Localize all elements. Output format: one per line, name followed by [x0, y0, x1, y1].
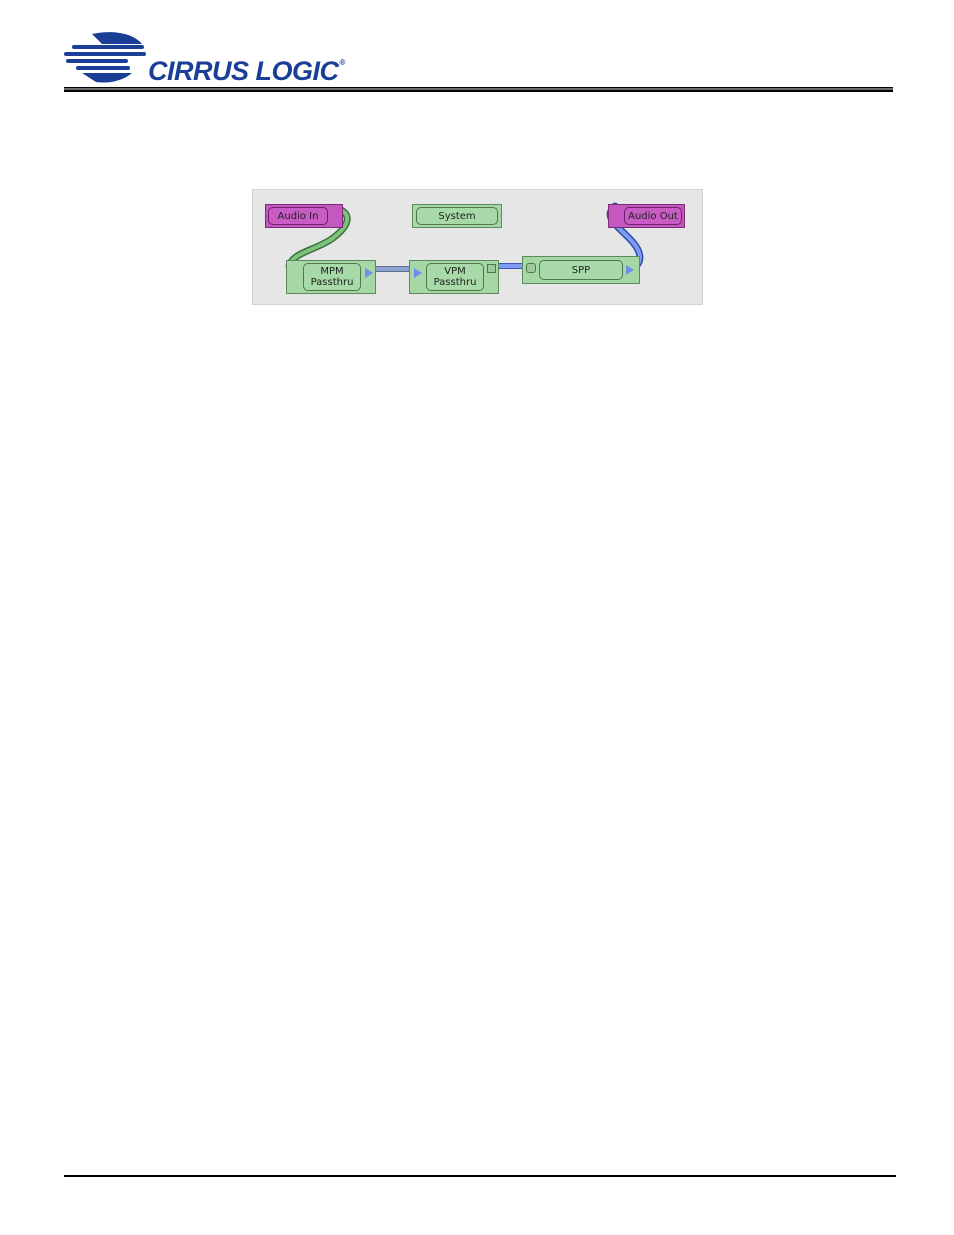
footer-rule: [64, 1175, 896, 1177]
vpm-label-line2: Passthru: [433, 277, 477, 288]
signal-flow-diagram: Audio In System Audio Out MPM Passthru V…: [252, 189, 703, 305]
vpm-output-port-icon[interactable]: [487, 264, 496, 273]
mpm-output-port-icon[interactable]: [365, 268, 373, 278]
cirrus-logic-logo: CIRRUS LOGIC®: [62, 30, 352, 86]
spp-input-port-icon[interactable]: [526, 263, 536, 273]
system-label: System: [438, 210, 476, 222]
logo-swoosh-icon: [64, 32, 146, 83]
header-rule: [64, 87, 893, 92]
audio-in-label: Audio In: [277, 210, 319, 222]
spp-output-port-icon[interactable]: [626, 265, 634, 275]
mpm-label-line2: Passthru: [310, 277, 354, 288]
spp-block[interactable]: SPP: [522, 256, 640, 284]
audio-in-block[interactable]: Audio In: [265, 204, 343, 228]
audio-out-label: Audio Out: [628, 210, 678, 222]
vpm-input-port-icon[interactable]: [414, 268, 422, 278]
vpm-label-line1: VPM: [444, 266, 466, 277]
mpm-passthru-block[interactable]: MPM Passthru: [286, 260, 376, 294]
system-block[interactable]: System: [412, 204, 502, 228]
brand-name: CIRRUS LOGIC®: [148, 56, 345, 86]
spp-label: SPP: [571, 264, 591, 276]
mpm-label-line1: MPM: [320, 266, 344, 277]
audio-out-block[interactable]: Audio Out: [608, 204, 685, 228]
vpm-passthru-block[interactable]: VPM Passthru: [409, 260, 499, 294]
